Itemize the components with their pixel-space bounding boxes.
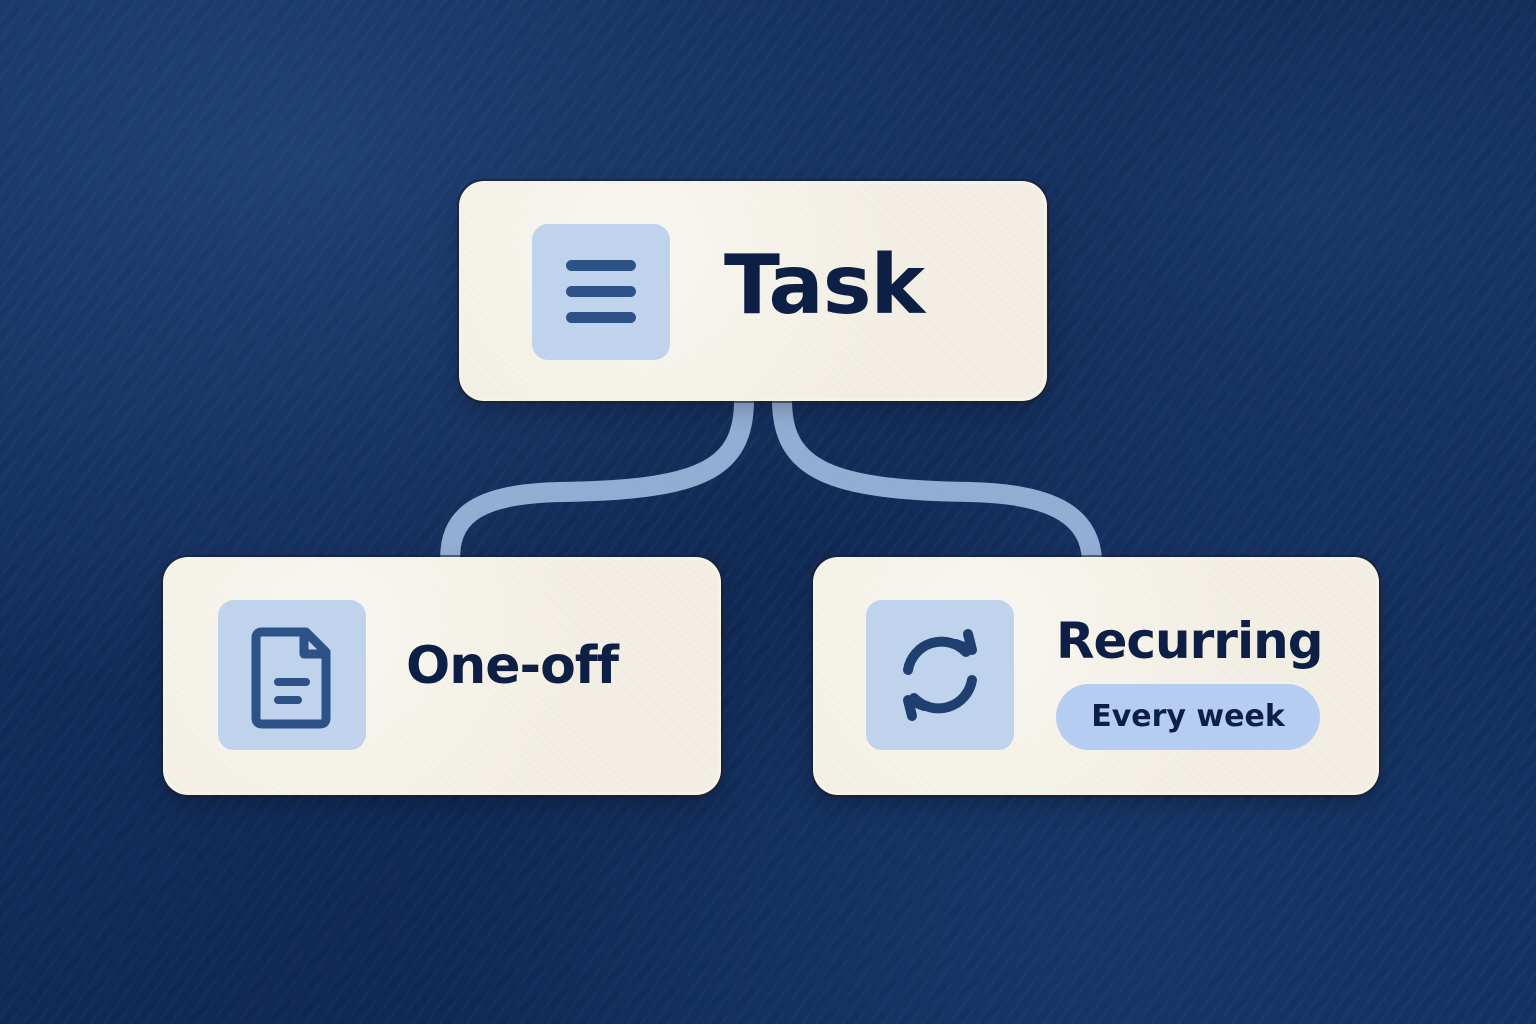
recurring-node: Recurring Every week [816, 560, 1376, 792]
refresh-cycle-icon [903, 629, 977, 721]
recurring-label: Recurring [1056, 612, 1323, 670]
task-node: Task [462, 184, 1044, 398]
connector-task-to-recurring [772, 390, 1102, 570]
one-off-icon-tile [218, 600, 366, 750]
menu-lines-icon [566, 260, 636, 323]
one-off-node: One-off [166, 560, 718, 792]
document-icon [251, 627, 331, 729]
recurring-icon-tile [866, 600, 1014, 750]
connector-task-to-one-off [440, 390, 754, 570]
frequency-badge: Every week [1056, 684, 1320, 750]
task-icon-tile [532, 224, 670, 360]
one-off-label: One-off [406, 636, 619, 696]
task-label: Task [724, 238, 925, 333]
